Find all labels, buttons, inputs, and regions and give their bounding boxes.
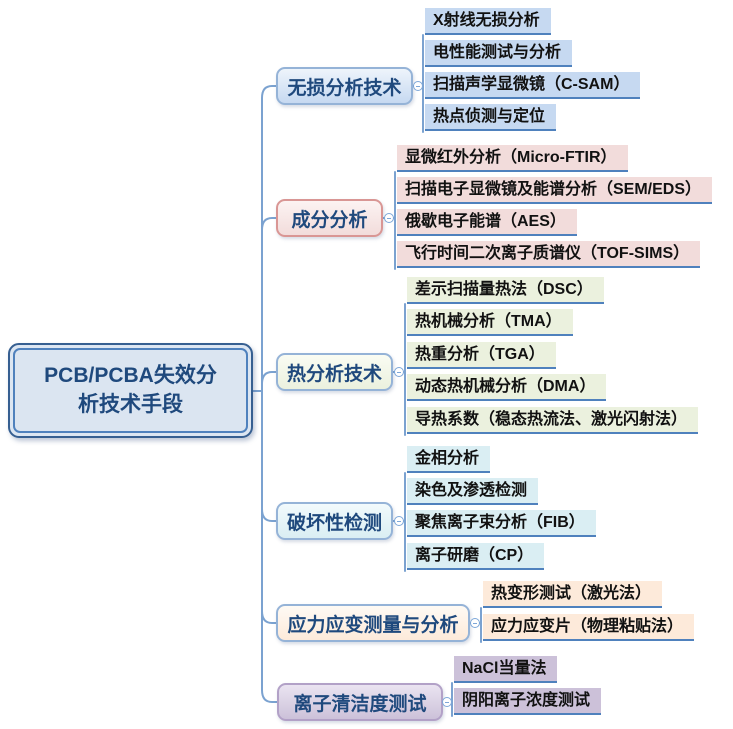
branch-nondestructive-analysis[interactable]: 无损分析技术 bbox=[276, 67, 413, 105]
leaf-node[interactable]: 导热系数（稳态热流法、激光闪射法） bbox=[407, 407, 699, 434]
collapse-toggle[interactable] bbox=[394, 516, 404, 526]
collapse-toggle[interactable] bbox=[470, 618, 480, 628]
root-node[interactable]: PCB/PCBA失效分析技术手段 bbox=[8, 343, 253, 438]
leaf-node[interactable]: 热机械分析（TMA） bbox=[407, 309, 573, 336]
collapse-toggle[interactable] bbox=[413, 81, 423, 91]
branch-composition-analysis[interactable]: 成分分析 bbox=[276, 199, 383, 237]
leaf-node[interactable]: 应力应变片（物理粘贴法） bbox=[483, 614, 695, 641]
leaf-node[interactable]: 差示扫描量热法（DSC） bbox=[407, 277, 604, 304]
root-node-label: PCB/PCBA失效分析技术手段 bbox=[44, 363, 217, 416]
branch-destructive-testing[interactable]: 破坏性检测 bbox=[276, 502, 393, 540]
leaf-node[interactable]: 热点侦测与定位 bbox=[425, 104, 557, 131]
collapse-toggle[interactable] bbox=[384, 213, 394, 223]
leaf-node[interactable]: 显微红外分析（Micro-FTIR） bbox=[397, 145, 628, 172]
leaf-node[interactable]: NaCl当量法 bbox=[454, 656, 558, 683]
leaf-node[interactable]: 离子研磨（CP） bbox=[407, 543, 545, 570]
leaf-node[interactable]: 热重分析（TGA） bbox=[407, 342, 556, 369]
minus-icon bbox=[473, 622, 477, 624]
branch-stress-strain-measurement[interactable]: 应力应变测量与分析 bbox=[276, 604, 470, 642]
leaf-node[interactable]: 扫描声学显微镜（C-SAM） bbox=[425, 72, 641, 99]
branch-thermal-analysis[interactable]: 热分析技术 bbox=[276, 353, 393, 391]
leaf-node[interactable]: 阴阳离子浓度测试 bbox=[454, 688, 602, 715]
leaf-node[interactable]: 俄歇电子能谱（AES） bbox=[397, 209, 577, 236]
leaf-node[interactable]: 染色及渗透检测 bbox=[407, 478, 539, 505]
leaf-node[interactable]: X射线无损分析 bbox=[425, 8, 551, 35]
minus-icon bbox=[397, 520, 401, 522]
leaf-node[interactable]: 扫描电子显微镜及能谱分析（SEM/EDS） bbox=[397, 177, 713, 204]
collapse-toggle[interactable] bbox=[394, 367, 404, 377]
leaf-node[interactable]: 飞行时间二次离子质谱仪（TOF-SIMS） bbox=[397, 241, 701, 268]
branch-ion-cleanliness-test[interactable]: 离子清洁度测试 bbox=[277, 683, 443, 721]
minus-icon bbox=[416, 85, 420, 87]
collapse-toggle[interactable] bbox=[442, 697, 452, 707]
leaf-node[interactable]: 热变形测试（激光法） bbox=[483, 581, 663, 608]
leaf-node[interactable]: 动态热机械分析（DMA） bbox=[407, 374, 607, 401]
minus-icon bbox=[387, 217, 391, 219]
root-node-inner: PCB/PCBA失效分析技术手段 bbox=[13, 348, 248, 433]
leaf-node[interactable]: 电性能测试与分析 bbox=[425, 40, 573, 67]
minus-icon bbox=[445, 701, 449, 703]
leaf-node[interactable]: 聚焦离子束分析（FIB） bbox=[407, 510, 596, 537]
leaf-node[interactable]: 金相分析 bbox=[407, 446, 491, 473]
minus-icon bbox=[397, 371, 401, 373]
